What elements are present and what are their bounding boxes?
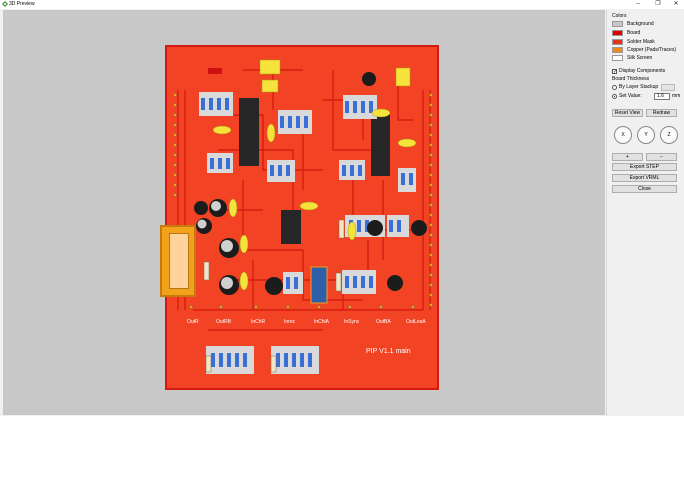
solder-mask-swatch[interactable] [612,39,623,45]
ic-chips [239,98,390,244]
board-silk-title: PIP V1.1 main [366,348,411,355]
preview-window: 3D Preview – ❐ ✕ [0,0,684,416]
reset-view-button[interactable]: Reset View [612,109,643,117]
maximize-button[interactable]: ❐ [655,1,661,7]
copper-swatch[interactable] [612,47,623,53]
resistor-banks [199,92,416,374]
window-title: 3D Preview [9,1,35,7]
export-vrml-button[interactable]: Export VRML [612,174,677,182]
color-label: Silk Screen [627,55,653,61]
color-label: Board [627,30,641,36]
redraw-button[interactable]: Redraw [646,109,677,117]
stackup-thickness-field [661,84,675,91]
label-outrb: OutRB [216,319,232,325]
ribbon-header-connector [160,225,196,297]
color-label: Background [627,21,654,27]
trimmer-potentiometer [310,266,328,304]
close-window-button[interactable]: ✕ [673,1,679,7]
colors-heading: Colors [612,13,627,19]
label-outleaa: OutLeaA [406,319,426,325]
label-outr: OutR [187,319,199,325]
3d-viewport[interactable]: OutR OutRB InChR Inrec InChlA InSync Out… [3,10,605,415]
settings-panel: Colors Background Board Solder Mask Copp… [606,10,684,416]
app-icon [2,1,8,7]
zoom-in-button[interactable]: + [612,153,643,161]
film-capacitors [203,219,345,373]
minimize-button[interactable]: – [636,1,640,7]
label-outba: OutBA [376,319,391,325]
board-thickness-heading: Board Thickness [612,76,650,82]
zoom-in-icon: + [626,154,629,160]
display-components-checkbox[interactable]: ✓ [612,69,618,75]
z-axis-button[interactable]: Z [660,126,678,144]
silk-screen-swatch[interactable] [612,55,623,61]
smd-led [208,68,222,74]
set-value-radio[interactable] [612,94,617,99]
label-insync: InSync [344,319,360,325]
by-layer-stackup-radio[interactable] [612,85,617,90]
x-axis-button[interactable]: X [614,126,632,144]
title-bar: 3D Preview – ❐ ✕ [0,0,684,9]
label-inchr: InChR [251,319,266,325]
background-swatch[interactable] [612,21,623,27]
thickness-unit-label: mm [672,93,681,99]
label-inrec: Inrec [284,319,296,325]
ceramic-capacitors [212,59,417,291]
close-button[interactable]: Close [612,185,677,193]
electrolytic-capacitors [196,199,239,295]
thickness-value-input[interactable]: 1.6 [654,93,670,100]
export-step-button[interactable]: Export STEP [612,163,677,171]
transistors [194,72,427,295]
by-layer-stackup-label: By Layer Stackup [619,84,659,90]
zoom-out-icon: − [660,154,663,160]
zoom-out-button[interactable]: − [646,153,677,161]
display-components-label: Display Components [619,68,666,74]
color-label: Solder Mask [627,39,655,45]
y-axis-button[interactable]: Y [637,126,655,144]
label-inchla: InChlA [314,319,330,325]
board-swatch[interactable] [612,30,623,36]
edge-pads [173,93,433,309]
color-label: Copper (Pads/Traces) [627,47,676,53]
connector-labels: OutR OutRB InChR Inrec InChlA InSync Out… [187,319,426,325]
set-value-label: Set Value: [619,93,642,99]
pcb-render: OutR OutRB InChR Inrec InChlA InSync Out… [165,45,439,390]
